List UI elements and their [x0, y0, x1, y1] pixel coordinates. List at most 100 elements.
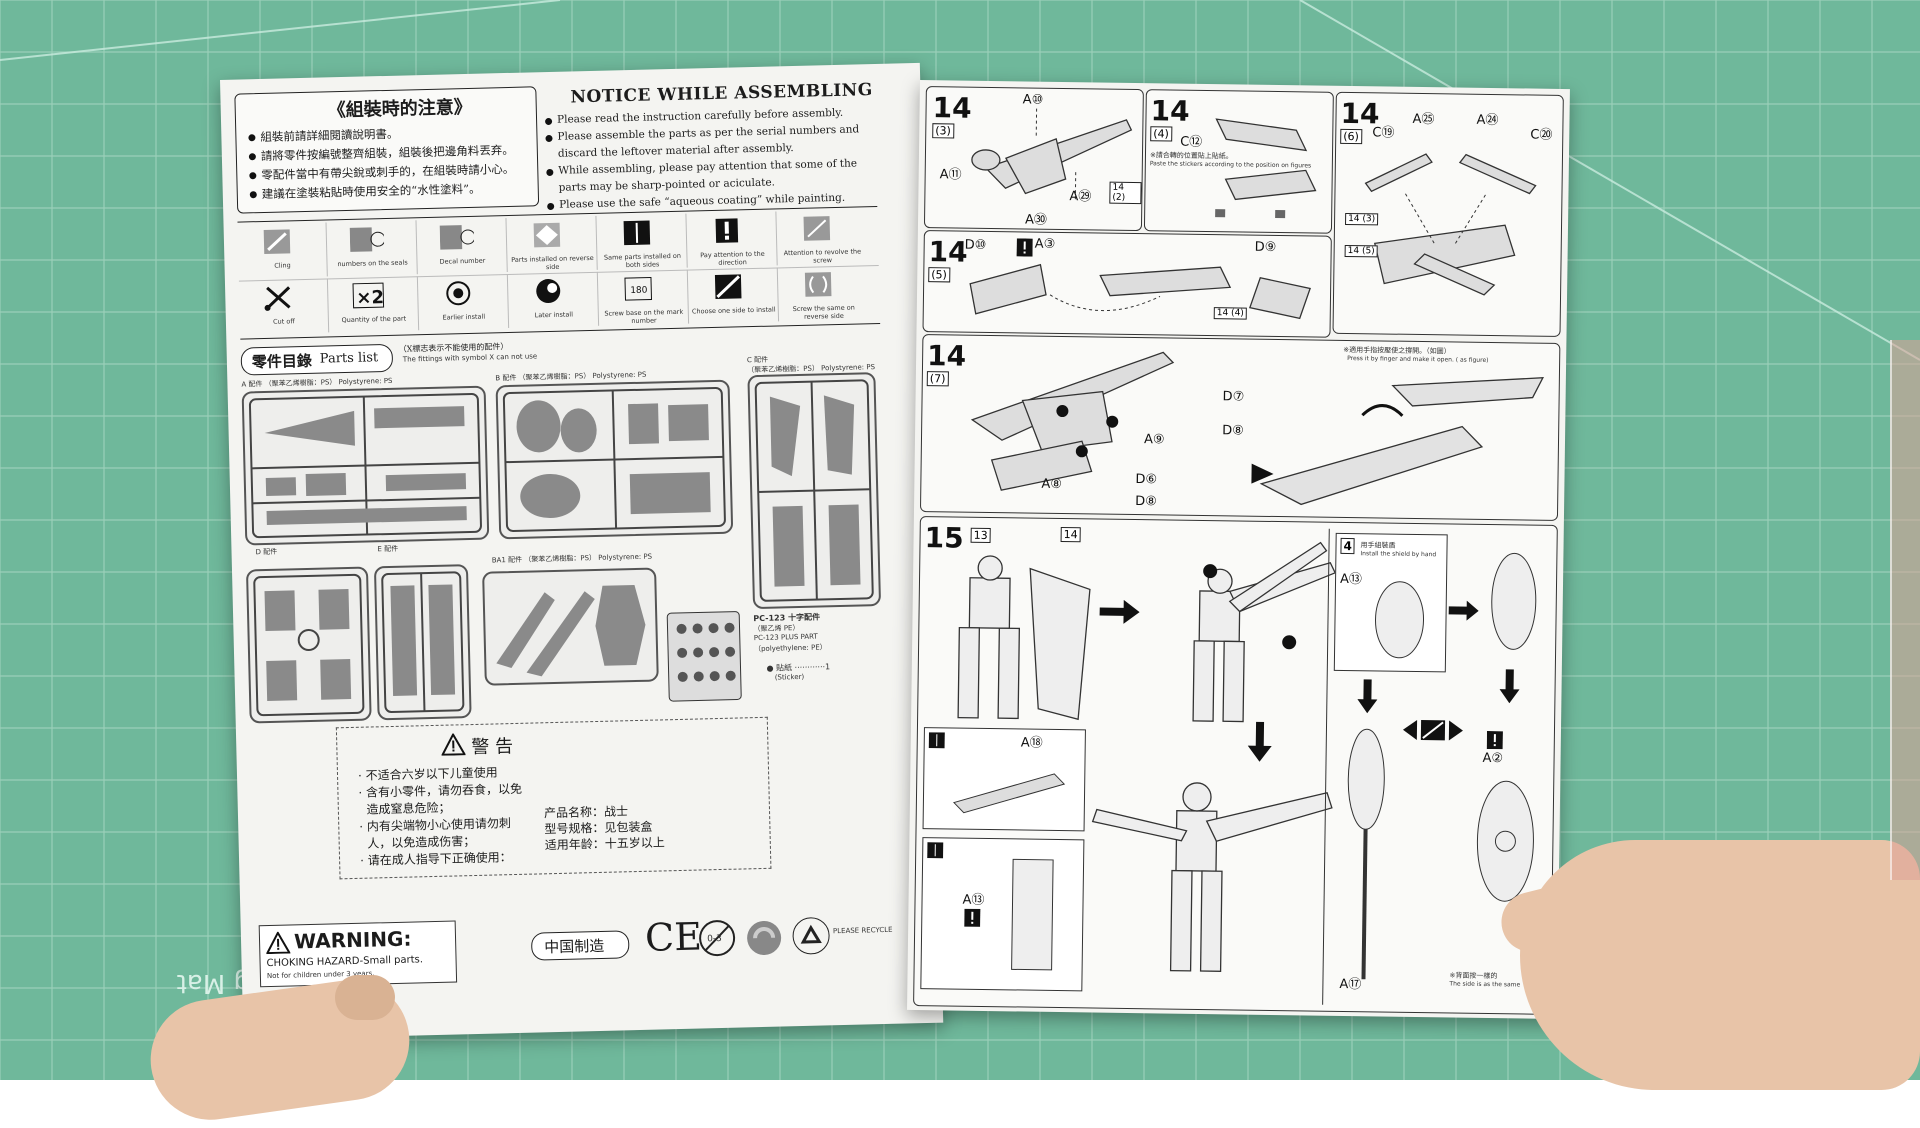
panel-step-14-7: 14 (7) D⑦ D⑧ A⑨ A⑧ D⑥ D⑧ ※適用手指按壓使之撐開。（如圖…	[920, 334, 1560, 521]
runner-e-label: E 配件	[377, 544, 398, 555]
sticker-en: (Sticker)	[775, 673, 805, 682]
shield-illustration	[1359, 574, 1440, 665]
pc-part-en-material: （polyethylene: PE）	[754, 642, 827, 654]
step-sub-number: (5)	[928, 267, 950, 282]
both-sides-icon	[927, 842, 943, 858]
legend-cell: numbers on the seals	[328, 220, 418, 276]
sticker-count: ● 貼紙 ············1	[766, 661, 830, 674]
part-label: A⑬	[1340, 568, 1362, 587]
part-label: C⑫	[1180, 131, 1202, 150]
part-label: A㉕	[1412, 108, 1434, 127]
icon-legend: Cling numbers on the seals Decal number …	[237, 206, 880, 340]
legend-cell: Earlier install	[419, 274, 509, 330]
legend-label: Parts installed on reverse side	[508, 254, 596, 272]
shield-note: 用手組裝盾	[1360, 540, 1395, 550]
wing-pins-illustration	[1344, 133, 1557, 326]
reverse-screw-icon	[801, 270, 836, 299]
warning-en-line: CHOKING HAZARD-Small parts.	[266, 954, 423, 969]
bottom-note: ※背面按一樣的	[1449, 970, 1497, 981]
product-info-line: 适用年龄：十五岁以上	[545, 834, 665, 853]
step-ref: 14 (4)	[1214, 307, 1247, 319]
notice-en-list: Please read the instruction carefully be…	[543, 104, 875, 214]
warning-en-title: WARNING:	[294, 927, 412, 954]
made-in-badge: 中国制造	[531, 930, 630, 960]
legend-cell: Screw the same on reverse side	[779, 265, 868, 321]
runner-a-diagram	[242, 386, 490, 546]
step-ref: 14 (3)	[1345, 213, 1378, 225]
part-label: A⑪	[940, 163, 962, 182]
part-c12-illustration	[1205, 99, 1327, 229]
step-sub-number: (7)	[927, 371, 949, 386]
part-label: A⑬	[962, 889, 984, 908]
arrow-right-icon	[1099, 600, 1139, 625]
recycle-text: PLEASE RECYCLE	[833, 926, 893, 935]
runner-ba1-label: BA1 配件 （聚苯乙烯樹脂：PS） Polystyrene: PS	[492, 552, 653, 566]
legend-label: Quantity of the part	[330, 314, 418, 324]
step-ref: 14 (2)	[1109, 182, 1141, 204]
ce-mark: CE	[645, 914, 703, 959]
warning-cn-box: 警 告 · 不适合六岁以下儿童使用 · 含有小零件，请勿吞食，以免 造成窒息危险…	[336, 717, 772, 880]
runner-b-diagram	[496, 380, 734, 540]
part-label: D⑦	[1223, 389, 1245, 404]
caution-mark-icon	[1487, 731, 1503, 749]
legend-label: Pay attention to the direction	[688, 249, 776, 267]
green-dot-icon	[745, 919, 784, 958]
notice-cn-box: 《組裝時的注意》 組裝前請詳細閱讀說明書。 請將零件按編號整齊組裝，組裝後把邊角…	[234, 86, 539, 213]
legend-cell: Pay attention to the direction	[687, 211, 777, 267]
step-ref: 4	[1340, 538, 1355, 554]
both-sides-icon	[929, 732, 945, 748]
wings-open-illustration	[1241, 364, 1553, 516]
step-number: 14	[1150, 94, 1189, 128]
part-label: D⑧	[1222, 423, 1244, 438]
arm-illustration	[991, 849, 1073, 980]
wing-assembly-illustration	[965, 98, 1137, 224]
parts-list-header: 零件目錄 Parts list	[241, 344, 394, 376]
shield-sword-illustration	[1333, 719, 1397, 990]
inset-b: A⑬	[920, 837, 1084, 991]
rod-illustration	[944, 752, 1075, 824]
legend-cell: Later install	[509, 272, 599, 328]
recycle-icon	[791, 915, 832, 956]
arrow-right-icon	[1449, 600, 1479, 620]
notice-en-title: NOTICE WHILE ASSEMBLING	[570, 80, 873, 107]
panel-step-14-6: 14 (6) C⑲ A㉕ A㉔ C⑳ 14 (3) 14 (5)	[1332, 92, 1563, 337]
runner-b-material: （聚苯乙烯樹脂：PS） Polystyrene: PS	[519, 371, 647, 382]
legend-cell: Cling	[238, 222, 328, 278]
svg-text:×2: ×2	[356, 287, 384, 309]
cut-icon	[350, 225, 385, 254]
legend-cell: ×2 Quantity of the part	[329, 276, 419, 332]
panel-step-14-5: 14 (5) D⑩ A③ D⑨ 14 (4)	[922, 230, 1331, 338]
runner-c-diagram	[747, 372, 881, 609]
legend-cell: 180 Screw base on the mark number	[599, 270, 689, 326]
inset-a: A⑱	[923, 727, 1086, 831]
pc-part-en: PC-123 PLUS PART	[754, 633, 818, 643]
runner-a-material: （聚苯乙烯樹脂：PS） Polystyrene: PS	[265, 377, 393, 388]
legend-label: Later install	[510, 310, 598, 320]
svg-text:180: 180	[630, 286, 648, 296]
step-ref: 13	[971, 528, 991, 543]
legend-cell: Cut off	[239, 278, 329, 334]
right-hand	[1520, 840, 1920, 1090]
age-mark-text: 0-3	[707, 934, 722, 944]
robot-front-illustration	[928, 547, 1100, 729]
scissors-icon	[261, 283, 296, 312]
left-instruction-page: 《組裝時的注意》 組裝前請詳細閱讀說明書。 請將零件按編號整齊組裝，組裝後把邊角…	[220, 63, 943, 1040]
step-ref: 14 (5)	[1345, 245, 1378, 257]
part-label: D⑥	[1135, 472, 1157, 487]
runner-ba1-name: BA1 配件	[492, 556, 522, 565]
step-ref: 14	[1061, 527, 1081, 542]
robot-final-illustration	[1074, 729, 1338, 993]
runner-e-name: E 配件	[377, 545, 398, 554]
legend-label: Attention to revolve the screw	[778, 247, 866, 265]
warning-cn-title: 警 告	[471, 732, 513, 759]
shield-illustration	[1478, 541, 1550, 662]
legend-label: numbers on the seals	[328, 258, 416, 268]
legend-cell: Choose one side to install	[689, 267, 779, 323]
legend-label: Decal number	[418, 256, 506, 266]
arrow-down-icon	[1357, 679, 1377, 713]
part-label: A⑩	[1023, 92, 1044, 107]
press-note-en: Press it by finger and make it open. ( a…	[1347, 355, 1488, 364]
part-label: A⑰	[1339, 973, 1361, 992]
later-icon	[531, 277, 566, 306]
arrow-down-icon	[1499, 669, 1519, 703]
